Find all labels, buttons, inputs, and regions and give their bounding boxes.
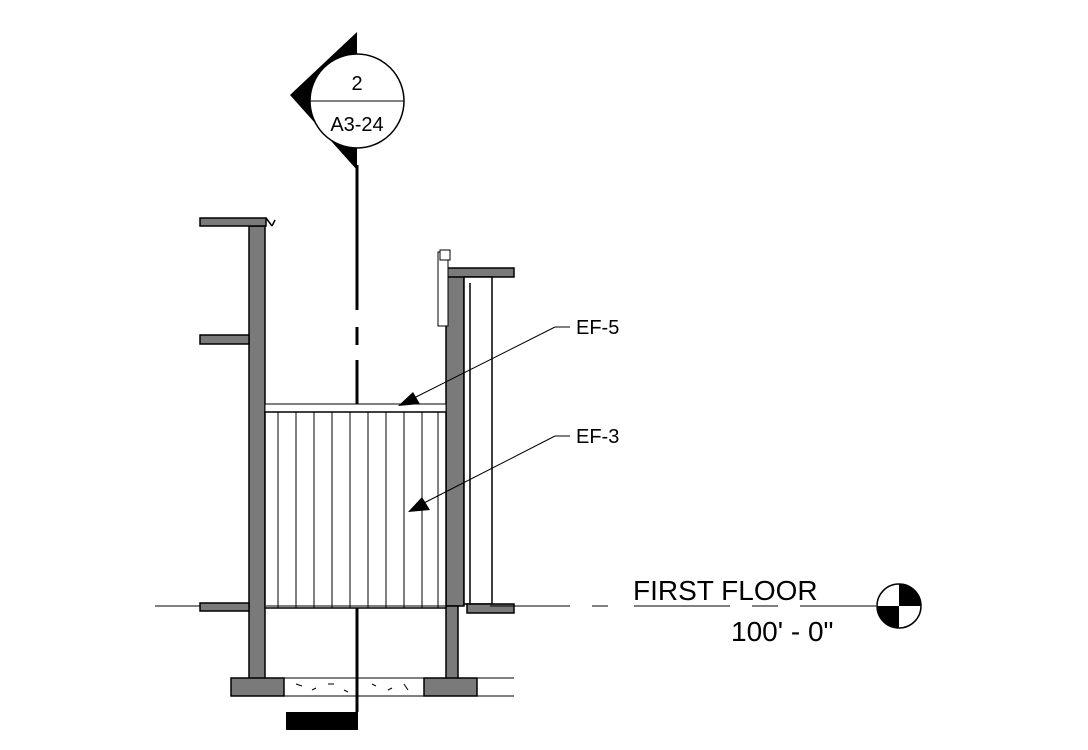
callout-ef3-leader <box>408 435 570 512</box>
level-elevation: 100' - 0" <box>731 616 833 647</box>
level-name: FIRST FLOOR <box>633 575 818 606</box>
section-number: 2 <box>351 73 362 95</box>
callout-ef3: EF-3 <box>576 426 619 448</box>
slab-hatch <box>295 683 409 693</box>
left-column <box>199 217 276 689</box>
section-sheet-ref: A3-24 <box>330 114 383 136</box>
callout-ef5: EF-5 <box>576 317 619 339</box>
right-column <box>437 249 515 681</box>
foundation <box>230 677 514 697</box>
section-marker: 2 A3-24 <box>290 32 405 170</box>
section-cut-end-mark <box>286 712 358 730</box>
callout-ef5-leader <box>398 326 570 406</box>
level-datum-icon <box>876 583 922 629</box>
